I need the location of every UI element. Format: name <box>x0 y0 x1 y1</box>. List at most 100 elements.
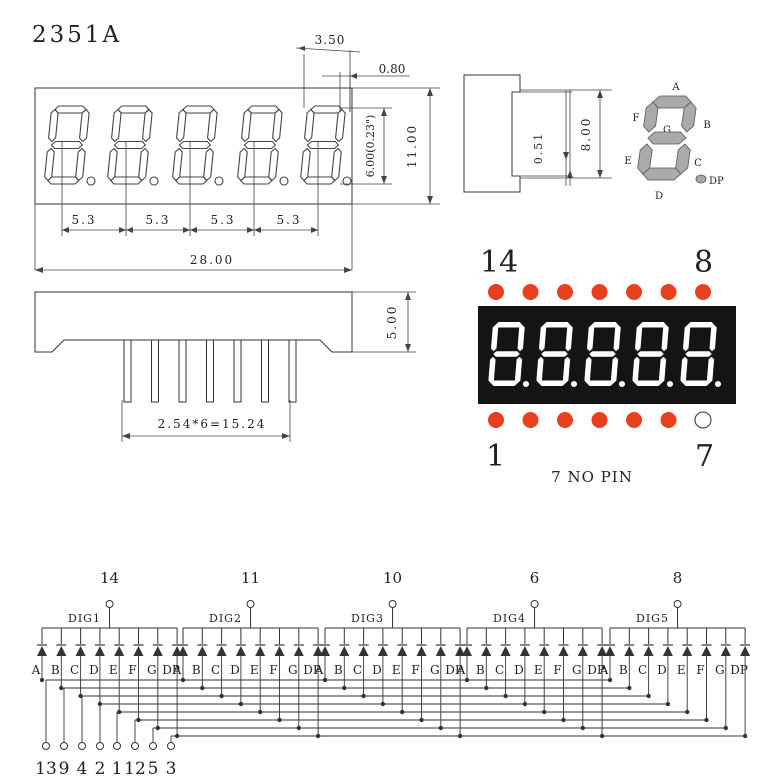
front-digit-1 <box>44 105 96 186</box>
schematic-junction <box>685 709 690 715</box>
schematic-junction <box>542 709 547 715</box>
display-digit-4-segment-b <box>661 324 669 352</box>
display-digit-1-segment-c <box>514 356 523 384</box>
schematic-junction <box>400 709 405 715</box>
front-digit-4-segment-f <box>241 108 252 143</box>
schematic-common-pin <box>530 600 539 608</box>
schematic-diode-f <box>133 646 144 656</box>
segment-key-shape-e <box>637 143 653 175</box>
schematic-segment-label-e: E <box>250 663 259 677</box>
schematic-junction <box>464 677 470 683</box>
schematic-diode-d <box>94 646 105 656</box>
front-digit-4-segment-c <box>268 147 279 182</box>
display-digit-5-segment-d <box>683 380 710 386</box>
pin-label-1: 1 <box>486 439 505 474</box>
schematic-diode-dp <box>455 646 466 656</box>
schematic-common-pin-label: 14 <box>100 569 119 587</box>
display-digit-4-segment-a <box>639 322 667 328</box>
pin-dot-bottom-3 <box>557 412 573 428</box>
front-digit-5 <box>300 105 352 186</box>
display-digit-1-segment-e <box>488 356 496 384</box>
schematic-segment-label-f: F <box>128 663 136 677</box>
schematic-segment-label-e: E <box>109 663 118 677</box>
schematic-segment-label-dp: DP <box>730 663 748 677</box>
front-digit-5-segment-g <box>306 140 340 150</box>
schematic-diode-c <box>358 646 369 656</box>
schematic-segment-bus-f: 12 <box>124 656 709 779</box>
front-digit-2-segment-e <box>107 147 118 182</box>
display-digit-1-segment-a <box>495 322 523 328</box>
schematic-junction <box>117 709 122 715</box>
pitch-arrow <box>183 227 190 233</box>
schematic-digit-label: DIG2 <box>209 612 242 625</box>
schematic-diode-a <box>605 646 615 656</box>
display-digit-4-segment-e <box>632 356 640 384</box>
pitch-arrow <box>62 227 69 233</box>
schematic-common-pin <box>673 600 682 608</box>
pitch-arrow <box>311 227 318 233</box>
schematic-diode-f <box>701 646 712 656</box>
schematic-diode-g <box>293 646 304 656</box>
segment-key-f: F <box>633 113 640 124</box>
pin-label-8: 8 <box>694 245 713 280</box>
schematic-junction <box>457 733 463 739</box>
display-digits <box>488 322 721 387</box>
display-digit-3-segment-c <box>610 356 619 384</box>
schematic-junction <box>704 717 709 723</box>
front-digit-1-dp <box>86 176 96 186</box>
pin-diameter-label: 0.51 <box>532 132 545 165</box>
schematic-junction <box>174 733 180 739</box>
schematic-diode-c <box>216 646 227 656</box>
schematic-junction <box>39 677 45 683</box>
schematic-segment-label-f: F <box>696 663 704 677</box>
pitch-arrow <box>190 227 197 233</box>
display-digit-2-segment-e <box>536 356 544 384</box>
segment-key-shape-b <box>681 101 697 133</box>
schematic-segment-label-b: B <box>619 663 628 677</box>
pin-dot-top-3 <box>557 284 573 300</box>
schematic-junction <box>607 677 613 683</box>
front-digit-1-segment-d <box>47 176 80 185</box>
display-digit-1-segment-d <box>491 380 518 386</box>
total-width-label: 28.00 <box>190 253 234 267</box>
schematic-segment-label-c: C <box>353 663 362 677</box>
segment-key-shape-f <box>643 101 659 133</box>
front-digit-5-segment-a <box>310 105 343 114</box>
schematic-diode-g <box>720 646 731 656</box>
schematic-junction <box>238 701 244 707</box>
segment-key: A B C D E F G DP <box>624 82 724 202</box>
schematic-common-pin <box>246 600 255 608</box>
schematic-junction <box>438 725 443 731</box>
front-view-body <box>34 87 353 205</box>
front-digit-3-segment-a <box>182 105 215 114</box>
schematic-output-pin <box>113 742 121 750</box>
schematic-segment-label-d: D <box>89 663 99 677</box>
pinout-view: 14 8 1 7 7 NO PIN <box>478 245 736 486</box>
schematic-digit-label: DIG4 <box>493 612 526 625</box>
schematic-diode-e <box>255 646 266 656</box>
schematic-output-pin <box>60 742 68 750</box>
display-digit-3-segment-f <box>587 324 595 352</box>
schematic-segment-label-e: E <box>392 663 401 677</box>
schematic-segment-label-b: B <box>192 663 201 677</box>
front-digit-3-segment-g <box>178 140 212 150</box>
schematic-diode-d <box>519 646 530 656</box>
schematic-diode-b <box>481 646 492 656</box>
schematic-diode-e <box>682 646 693 656</box>
schematic-junction <box>561 717 566 723</box>
display-digit-4-segment-d <box>635 380 662 386</box>
segment-key-dp-dot <box>695 174 707 184</box>
display-digit-4 <box>632 322 673 387</box>
display-digit-2-dp <box>571 381 577 387</box>
pin-dot-bottom-6 <box>660 412 677 428</box>
schematic-junction <box>155 725 160 731</box>
schematic-diode-f <box>416 646 427 656</box>
schematic-segment-label-c: C <box>70 663 79 677</box>
schematic-segment-label-g: G <box>430 663 440 677</box>
schematic-segment-label-g: G <box>147 663 157 677</box>
front-digit-2-segment-a <box>117 105 150 114</box>
bottom-view-pin-7 <box>288 339 297 403</box>
front-digit-3-dp <box>214 176 224 186</box>
